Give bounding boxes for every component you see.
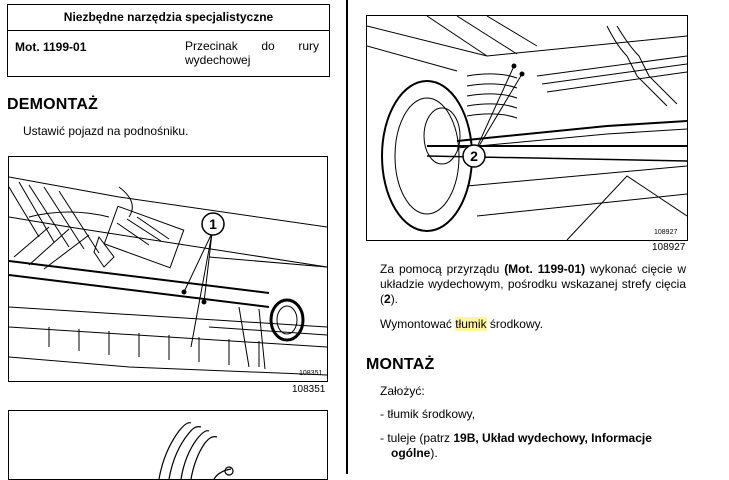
figure-inner-label-right: 108927 [654,229,677,236]
cut-instruction: Za pomocą przyrządu (Mot. 1199-01) wykon… [380,262,686,307]
refitting-heading: MONTAŻ [366,356,435,373]
tool-description: Przecinak do rury wydechowej [185,39,319,67]
removal-intro: Ustawić pojazd na podnośniku. [23,124,189,138]
sleeves-ref: 19B, Układ wydechowy, Informacje ogólne [391,431,652,460]
figure-number-right: 108927 [652,242,686,253]
rear-axle-illustration: 2 108927 [367,16,687,240]
column-divider [346,0,348,474]
special-tools-table: Niezbędne narzędzia specjalistyczne Mot.… [7,4,330,77]
pipe-illustration [158,422,234,479]
refitting-item-sleeves: - tuleje (patrz 19B, Układ wydechowy, In… [380,431,686,461]
removal-heading: DEMONTAŻ [7,96,99,113]
cut-tool-ref: (Mot. 1199-01) [504,262,586,276]
callout-2-label: 2 [470,148,478,164]
cut-text-1: Za pomocą przyrządu [380,262,505,276]
sleeves-text-1: - tuleje (patrz [380,431,454,445]
remove-text-2: środkowy. [486,317,544,331]
tools-table-header: Niezbędne narzędzia specjalistyczne [8,5,329,31]
cut-zone-ref: 2 [384,292,391,306]
search-highlight: tłumik [455,317,487,331]
exhaust-pipe-figure-partial [8,410,328,480]
exhaust-underbody-figure: 1 108351 [8,156,328,382]
refitting-intro: Założyć: [380,384,425,398]
figure-inner-label: 108351 [299,370,322,377]
figure-number: 108351 [292,384,326,395]
remove-text-1: Wymontować [380,317,456,331]
exhaust-cut-figure: 2 108927 [366,15,688,241]
remove-instruction: Wymontować tłumik środkowy. [380,317,543,332]
tool-code: Mot. 1199-01 [15,40,87,54]
cut-text-2: wykonać cięcie w układzie wydechowym, po… [380,262,686,306]
refitting-item-muffler: - tłumik środkowy, [380,407,476,421]
sleeves-text-2: ). [430,446,438,460]
exhaust-illustration: 1 108351 [9,176,327,377]
callout-1-label: 1 [209,216,217,232]
cut-text-3: ). [390,292,399,306]
